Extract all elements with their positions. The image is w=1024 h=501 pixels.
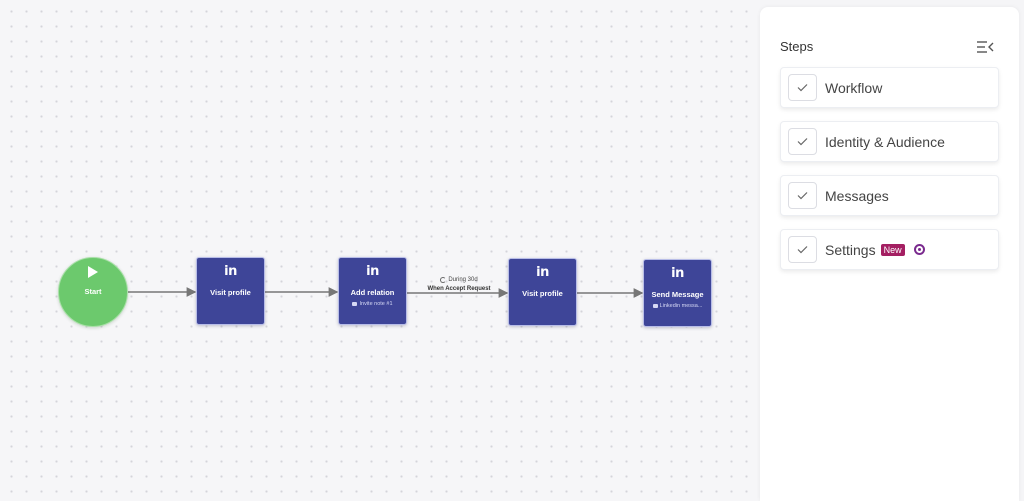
linkedin-icon: in — [671, 266, 684, 281]
step-label: Identity & Audience — [825, 133, 945, 150]
step-label: Settings — [825, 241, 876, 258]
node-title: Send Message — [651, 290, 704, 299]
step-label: Messages — [825, 187, 889, 204]
node-title: Visit profile — [210, 288, 251, 297]
edge-condition-label: During 30d When Accept Request — [413, 277, 505, 292]
node-visit-profile-2[interactable]: in Visit profile — [508, 258, 577, 326]
check-icon — [788, 182, 817, 209]
node-visit-profile-1[interactable]: in Visit profile — [196, 257, 265, 325]
check-icon — [788, 236, 817, 263]
sync-icon — [440, 277, 447, 283]
edge-condition: When Accept Request — [427, 286, 491, 292]
node-subtitle: Invite note #1 — [352, 301, 393, 307]
collapse-panel-icon[interactable] — [976, 40, 994, 54]
current-step-indicator-icon — [913, 244, 925, 255]
workflow-canvas[interactable]: Start in Visit profile in Add relation I… — [0, 0, 760, 501]
new-badge: New — [880, 243, 905, 256]
check-icon — [788, 128, 817, 155]
node-add-relation[interactable]: in Add relation Invite note #1 — [338, 257, 407, 325]
edge-duration: During 30d — [448, 277, 478, 283]
linkedin-icon: in — [366, 264, 379, 279]
node-title: Visit profile — [522, 289, 563, 298]
start-node[interactable]: Start — [58, 257, 128, 327]
step-workflow[interactable]: Workflow — [780, 67, 999, 108]
chat-icon — [352, 302, 358, 306]
workflow-edges — [128, 287, 644, 298]
check-icon — [788, 74, 817, 101]
step-messages[interactable]: Messages — [780, 175, 999, 216]
start-label: Start — [84, 287, 102, 296]
play-icon — [88, 266, 98, 278]
node-subtitle-text: Linkedin messa... — [659, 303, 703, 309]
step-identity-audience[interactable]: Identity & Audience — [780, 121, 999, 162]
linkedin-icon: in — [536, 265, 549, 280]
node-subtitle: Linkedin messa... — [652, 303, 703, 309]
linkedin-icon: in — [224, 264, 237, 279]
chat-icon — [652, 304, 658, 308]
node-subtitle-text: Invite note #1 — [359, 301, 393, 307]
step-label: Workflow — [825, 79, 883, 96]
steps-panel: Steps Workflow Identity & Audience Messa… — [760, 7, 1019, 501]
panel-title: Steps — [780, 39, 814, 54]
step-settings[interactable]: Settings New — [780, 229, 999, 270]
node-send-message[interactable]: in Send Message Linkedin messa... — [643, 259, 712, 327]
node-title: Add relation — [350, 288, 395, 297]
